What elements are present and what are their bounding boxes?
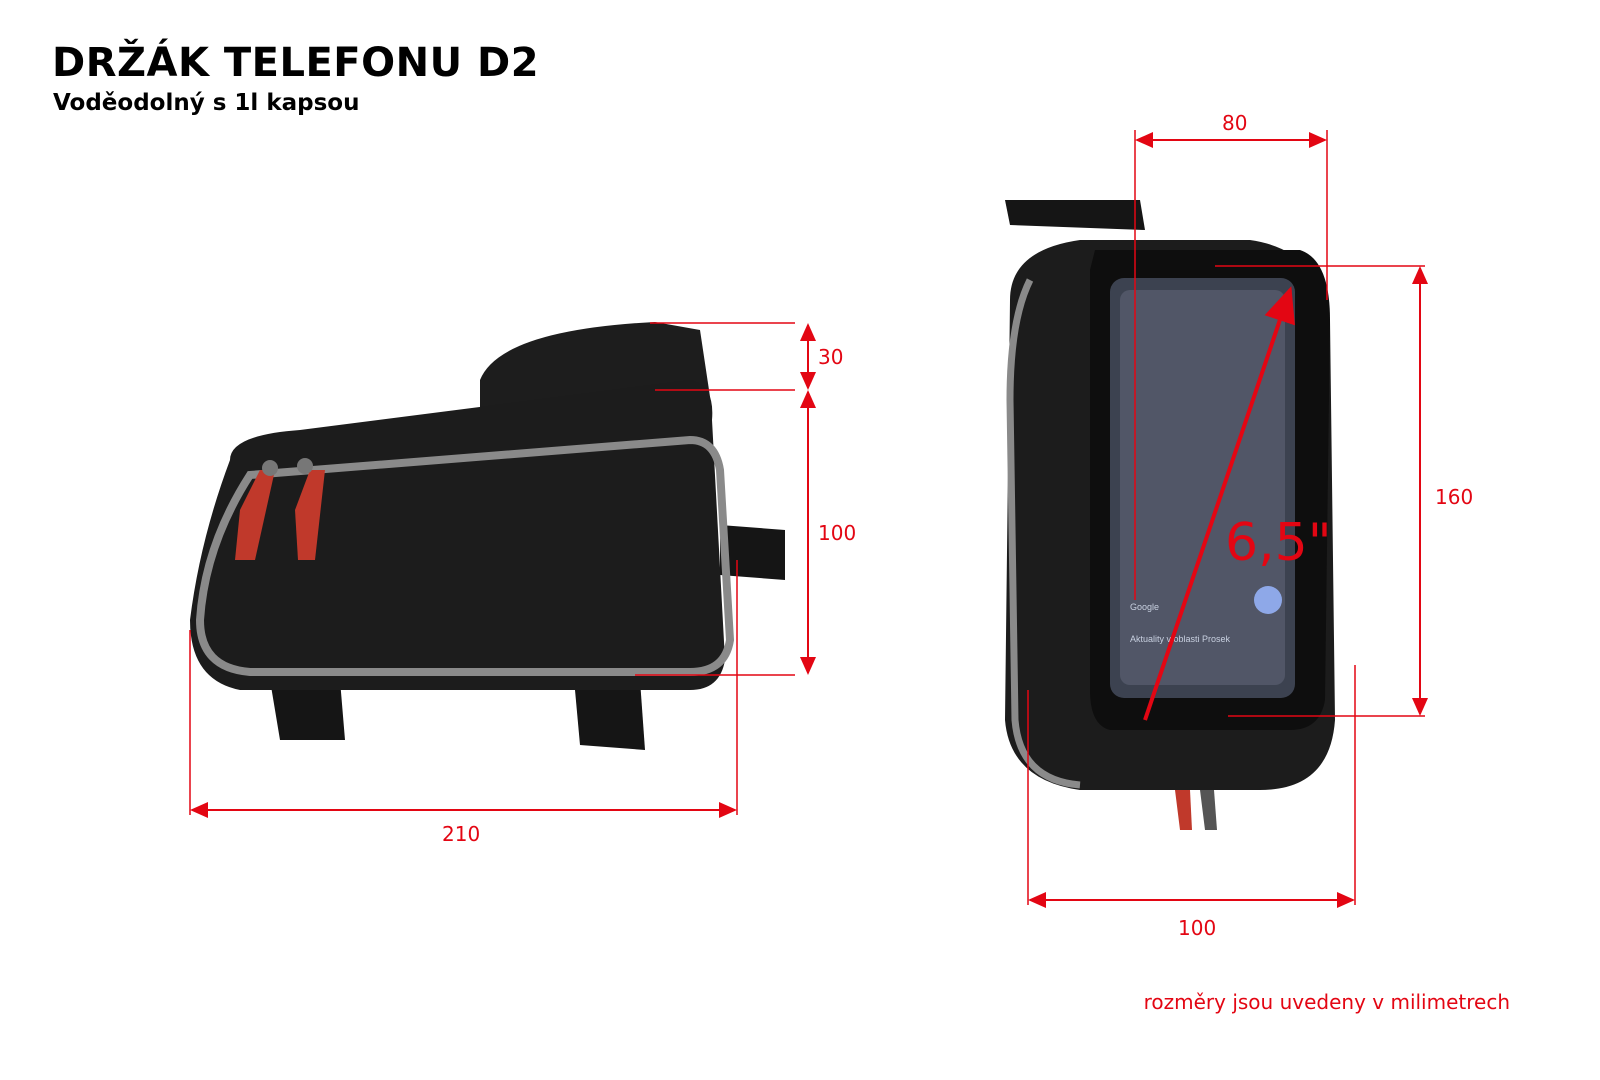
front-view-bag: Google Aktuality v oblasti Prosek	[1005, 200, 1335, 830]
page-subtitle: Voděodolný s 1l kapsou	[53, 90, 360, 116]
dim-diagonal: 6,5"	[1225, 513, 1332, 573]
side-view-bag	[190, 322, 785, 750]
side-dimension-lines	[189, 322, 816, 818]
units-note: rozměry jsou uvedeny v milimetrech	[1143, 990, 1510, 1014]
front-dimension-lines	[1027, 130, 1428, 908]
dim-body-height: 100	[818, 521, 856, 545]
dim-width-top: 80	[1222, 111, 1247, 135]
dim-top-height: 30	[818, 345, 843, 369]
dim-width-bottom: 100	[1178, 916, 1216, 940]
page-title: DRŽÁK TELEFONU D2	[52, 40, 540, 86]
dim-length: 210	[442, 822, 480, 846]
screen-brand: Google	[1130, 602, 1159, 612]
dim-height: 160	[1435, 485, 1473, 509]
screen-caption: Aktuality v oblasti Prosek	[1130, 634, 1231, 644]
